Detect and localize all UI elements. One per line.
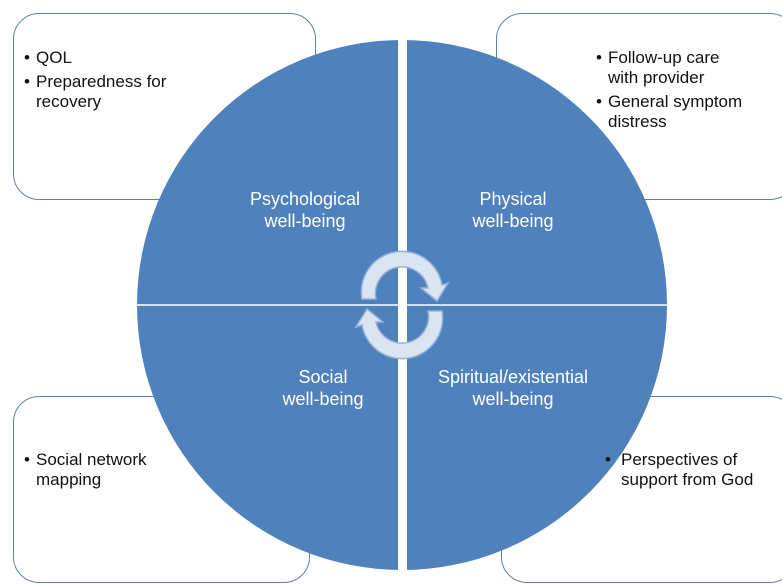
spiritual-label-line2: well-being (472, 389, 554, 409)
social-label-line2: well-being (282, 389, 364, 409)
list-item: • General symptom distress (596, 92, 782, 132)
cycle-arrows-icon (354, 250, 450, 360)
list-item: • Social network mapping (24, 450, 214, 490)
bullet-dot: • (24, 450, 30, 469)
list-item: • Follow-up care with provider (596, 48, 782, 88)
psychological-well-being-label: Psychological well-being (225, 188, 385, 232)
social-label-line1: Social (298, 367, 348, 387)
list-item-text: Social network (36, 450, 147, 469)
list-item-text: distress (608, 112, 667, 131)
spiritual-outcomes-list: • Perspectives of support from God (605, 450, 782, 494)
bullet-dot: • (596, 92, 602, 111)
list-item-text: mapping (36, 470, 102, 489)
list-item: • Preparedness for recovery (24, 72, 244, 112)
list-item-text: with provider (608, 68, 705, 87)
psychological-outcomes-list: • QOL • Preparedness for recovery (24, 48, 244, 116)
physical-well-being-label: Physical well-being (433, 188, 593, 232)
spiritual-label-line1: Spiritual/existential (437, 367, 589, 387)
spiritual-existential-well-being-label: Spiritual/existential well-being (413, 366, 613, 410)
psychological-label-line1: Psychological (249, 189, 361, 209)
list-item-text: Preparedness for (36, 72, 167, 91)
physical-label-line1: Physical (479, 189, 547, 209)
bullet-dot: • (24, 72, 30, 91)
social-well-being-label: Social well-being (243, 366, 403, 410)
cycle-arrow-bottom (354, 307, 444, 360)
psychological-label-line2: well-being (264, 211, 346, 231)
vertical-divider (398, 38, 407, 578)
physical-outcomes-list: • Follow-up care with provider • General… (596, 48, 782, 136)
list-item-text: General symptom (608, 92, 743, 111)
social-outcomes-list: • Social network mapping (24, 450, 214, 494)
physical-label-line2: well-being (472, 211, 554, 231)
cycle-arrow-top (360, 250, 450, 303)
list-item: • QOL (24, 48, 244, 68)
bullet-dot: • (605, 450, 611, 469)
list-item-text: recovery (36, 92, 102, 111)
bullet-dot: • (24, 48, 30, 67)
list-item-text: QOL (36, 48, 72, 67)
list-item-text: Perspectives of (621, 450, 738, 469)
list-item-text: support from God (621, 470, 754, 489)
list-item-text: Follow-up care (608, 48, 720, 67)
bullet-dot: • (596, 48, 602, 67)
list-item: • Perspectives of support from God (605, 450, 782, 490)
